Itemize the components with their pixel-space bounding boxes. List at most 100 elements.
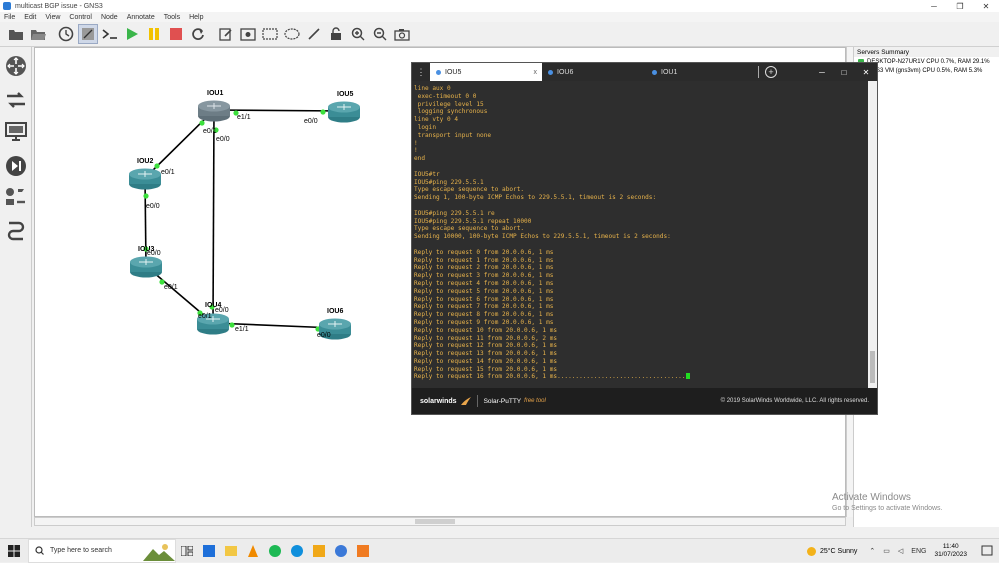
menu-control[interactable]: Control [69, 13, 92, 21]
terminal-minimize-button[interactable]: ─ [819, 67, 825, 77]
node-label-iou3: IOU3 [138, 246, 155, 253]
draw-line-button[interactable] [304, 24, 324, 44]
minimize-button[interactable]: ─ [931, 1, 937, 11]
open-folder-button[interactable] [28, 24, 48, 44]
taskbar-clock[interactable]: 11:40 31/07/2023 [934, 543, 967, 559]
terminal-line: privilege level 15 [414, 100, 484, 108]
terminal-line: Sending 1, 100-byte ICMP Echos to 229.5.… [414, 194, 657, 202]
insert-picture-button[interactable] [238, 24, 258, 44]
add-link-button[interactable] [5, 219, 27, 241]
lock-items-button[interactable] [326, 24, 346, 44]
browse-end-devices-button[interactable] [5, 121, 27, 143]
notifications-icon[interactable] [981, 545, 993, 557]
activate-title: Activate Windows [832, 492, 911, 503]
node-label-iou1: IOU1 [207, 90, 224, 97]
menu-help[interactable]: Help [189, 13, 204, 21]
router-iou6[interactable] [318, 318, 352, 340]
router-iou5[interactable] [327, 101, 361, 123]
terminal-scrollbar[interactable] [868, 81, 877, 389]
taskbar-app[interactable] [220, 539, 242, 563]
screenshot-button[interactable] [392, 24, 412, 44]
close-button[interactable]: ✕ [982, 1, 990, 11]
taskbar-app[interactable] [242, 539, 264, 563]
maximize-button[interactable]: ❐ [956, 1, 964, 11]
new-tab-icon[interactable]: + [765, 66, 777, 78]
tab-iou6[interactable]: IOU6 [542, 63, 646, 81]
system-tray: 25°C Sunny ⌃ ▭ ◁ ENG 11:40 31/07/2023 [806, 539, 999, 563]
taskbar-app[interactable] [352, 539, 374, 563]
port-label: e1/1 [235, 326, 249, 333]
menu-tools[interactable]: Tools [163, 13, 181, 21]
free-tool-label: free tool [524, 398, 546, 404]
menu-node[interactable]: Node [100, 13, 118, 21]
browse-all-devices-button[interactable] [5, 187, 27, 209]
terminal-maximize-button[interactable]: □ [841, 67, 847, 77]
open-project-button[interactable] [6, 24, 26, 44]
terminal-close-button[interactable]: ✕ [862, 67, 870, 77]
show-interface-labels-button[interactable] [78, 24, 98, 44]
taskbar-search-box[interactable]: Type here to search [28, 538, 176, 563]
console-all-button[interactable] [100, 24, 120, 44]
node-label-iou5: IOU5 [337, 91, 354, 98]
solar-putty-window: ⋮ IOU5 x IOU6 IOU1 + ─ □ ✕ line aux 0 ex… [411, 62, 878, 415]
zoom-in-button[interactable] [348, 24, 368, 44]
browse-routers-button[interactable] [5, 55, 27, 77]
terminal-line: Sending 10000, 100-byte ICMP Echos to 22… [414, 233, 671, 241]
start-button[interactable] [0, 539, 28, 563]
router-icon [130, 256, 162, 278]
terminal-output[interactable]: line aux 0 exec-timeout 0 0 privilege le… [412, 81, 870, 389]
tab-iou1[interactable]: IOU1 [646, 63, 752, 81]
session-dot-icon [436, 69, 441, 75]
port-label: e0/1 [203, 128, 217, 135]
chevron-up-icon[interactable]: ⌃ [869, 548, 876, 555]
draw-rectangle-button[interactable] [260, 24, 280, 44]
suspend-all-button[interactable] [144, 24, 164, 44]
taskbar-app[interactable] [330, 539, 352, 563]
activate-subtitle: Go to Settings to activate Windows. [832, 505, 943, 512]
menu-annotate[interactable]: Annotate [126, 13, 155, 21]
tab-close-icon[interactable]: x [533, 68, 538, 76]
router-iou2[interactable] [128, 168, 162, 190]
weather-widget[interactable]: 25°C Sunny [806, 546, 857, 556]
taskbar-app[interactable] [308, 539, 330, 563]
canvas-horizontal-scrollbar[interactable] [34, 517, 846, 526]
terminal-line: Reply to request 0 from 20.0.0.6, 1 ms [414, 248, 554, 256]
tab-iou5[interactable]: IOU5 x [430, 63, 542, 81]
windows-taskbar: Type here to search 25°C Sunny ⌃ ▭ ◁ ENG… [0, 538, 999, 563]
camera-icon [394, 28, 410, 41]
task-view-button[interactable] [176, 539, 198, 563]
start-all-button[interactable] [122, 24, 142, 44]
terminal-scrollbar-thumb[interactable] [870, 351, 875, 383]
menu-edit[interactable]: Edit [24, 13, 37, 21]
zoom-out-button[interactable] [370, 24, 390, 44]
taskbar-app[interactable] [264, 539, 286, 563]
volume-icon[interactable]: ◁ [897, 548, 904, 555]
menu-file[interactable]: File [4, 13, 16, 21]
taskbar-app[interactable] [286, 539, 308, 563]
browse-security-devices-button[interactable] [5, 155, 27, 177]
browse-switches-button[interactable] [5, 89, 27, 111]
solarwinds-flame-icon [460, 397, 471, 405]
taskbar-app[interactable] [198, 539, 220, 563]
stop-all-button[interactable] [166, 24, 186, 44]
network-icon[interactable]: ▭ [883, 548, 890, 555]
spotify-icon [269, 544, 281, 557]
router-iou3[interactable] [129, 256, 163, 278]
terminal-line: Reply to request 12 from 20.0.0.6, 1 ms [414, 342, 558, 350]
menu-view[interactable]: View [45, 13, 61, 21]
node-label-iou2: IOU2 [137, 158, 154, 165]
add-note-button[interactable] [216, 24, 236, 44]
edit-note-icon [219, 28, 232, 41]
server-status-icon [858, 58, 864, 65]
edge-icon [291, 544, 303, 557]
router-iou4[interactable] [196, 313, 230, 335]
router-iou1[interactable] [197, 100, 231, 122]
draw-ellipse-button[interactable] [282, 24, 302, 44]
snapshot-button[interactable] [56, 24, 76, 44]
keyboard-language[interactable]: ENG [911, 547, 927, 555]
reload-all-button[interactable] [188, 24, 208, 44]
scrollbar-thumb[interactable] [415, 519, 455, 524]
kebab-menu-icon[interactable]: ⋮ [416, 66, 426, 77]
server-entry[interactable]: DESKTOP-N27UR1V CPU 0.7%, RAM 29.1% [854, 57, 999, 66]
interface-labels-icon [82, 28, 94, 40]
